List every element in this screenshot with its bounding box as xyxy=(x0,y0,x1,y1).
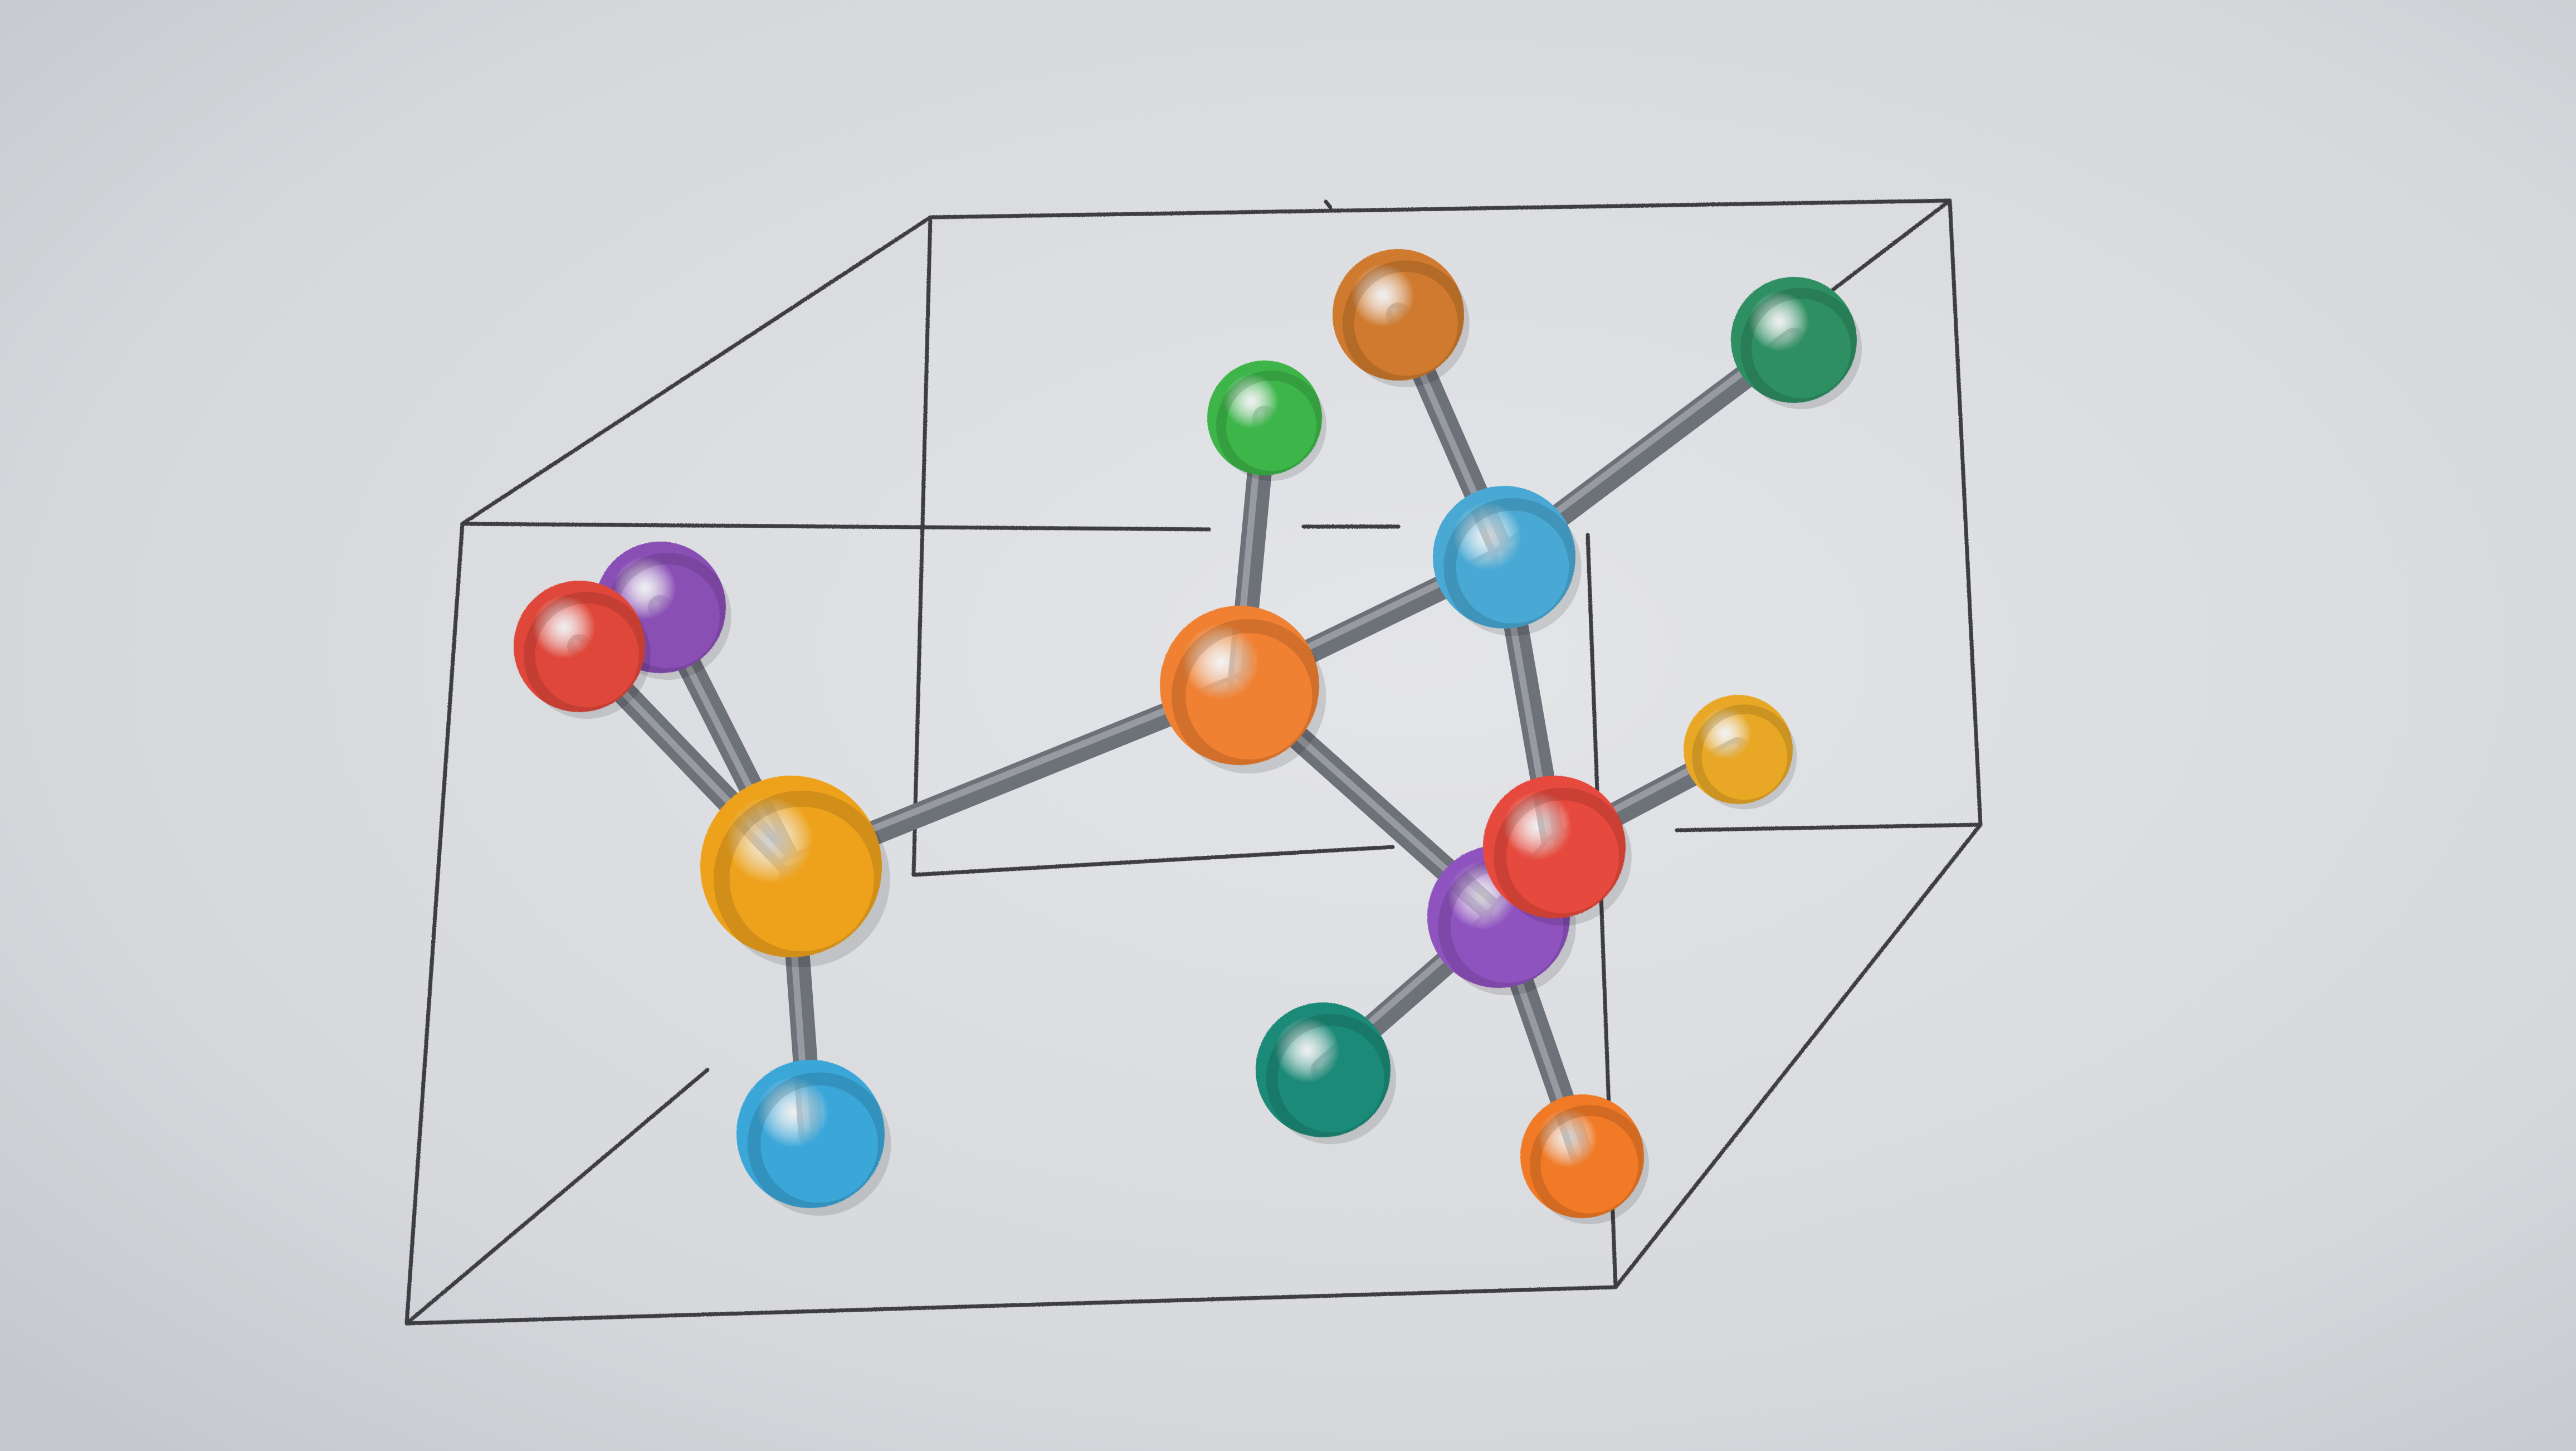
atom-shading xyxy=(713,791,890,967)
blue-atom-right xyxy=(1433,486,1575,629)
molecule-atoms xyxy=(514,249,1862,1225)
green-atom-top xyxy=(1207,361,1322,475)
box-edge xyxy=(911,215,933,877)
atom-shading xyxy=(747,1072,891,1216)
pencil-mark xyxy=(1324,199,1333,210)
box-edge xyxy=(911,845,1395,877)
atom-shading xyxy=(1530,1105,1649,1225)
box-edge xyxy=(1675,822,1983,832)
box-edge xyxy=(1948,198,1983,827)
box-edge xyxy=(460,215,933,526)
amber-atom-center-left xyxy=(700,776,882,957)
orange-atom-center xyxy=(1160,606,1319,765)
brown-atom-top-right xyxy=(1333,249,1464,381)
atom-shading xyxy=(1692,704,1797,810)
atom-shading xyxy=(1740,288,1862,410)
box-edge xyxy=(404,1285,1618,1326)
atom-shading xyxy=(1494,787,1632,926)
atom-shading xyxy=(1172,619,1326,774)
blue-atom-bottom-left xyxy=(736,1060,885,1208)
red-atom-right xyxy=(1483,776,1626,918)
teal-green-atom-top-right xyxy=(1731,277,1857,403)
box-edge xyxy=(1613,822,1983,1289)
box-edge xyxy=(404,1068,710,1326)
box-edge xyxy=(460,522,1211,532)
box-edge xyxy=(1831,198,1952,292)
atom-shading xyxy=(1443,498,1582,636)
atom-shading xyxy=(1266,1014,1396,1145)
red-atom-left xyxy=(514,581,645,712)
yellow-atom-small-right xyxy=(1684,695,1793,804)
box-edge xyxy=(404,522,465,1326)
atom-shading xyxy=(523,592,651,719)
atom-shading xyxy=(1342,260,1470,387)
atom-shading xyxy=(1216,371,1326,481)
box-edge xyxy=(928,198,1952,220)
orange-atom-bottom-right xyxy=(1520,1094,1644,1218)
teal-atom-lower xyxy=(1256,1002,1391,1137)
